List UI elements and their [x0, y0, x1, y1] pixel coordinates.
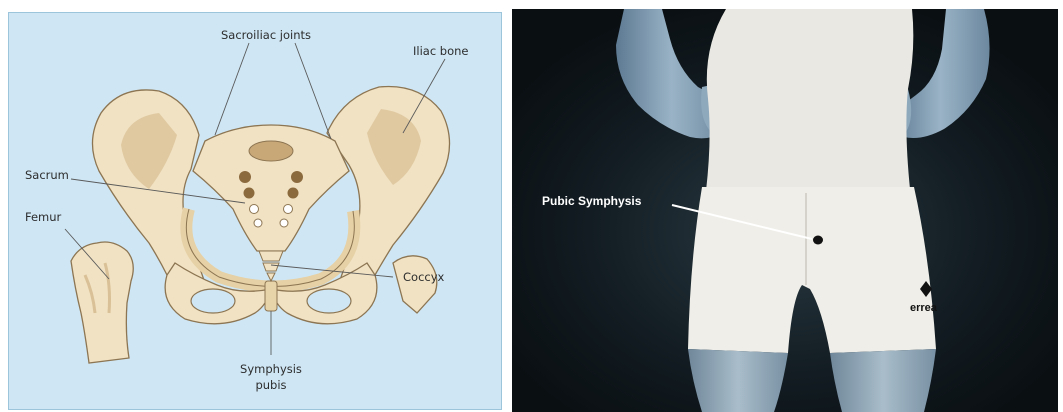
label-sacrum: Sacrum [25, 168, 69, 182]
pubic-symphysis-marker [813, 236, 823, 245]
right-femur-hint [393, 256, 437, 313]
left-leg [688, 349, 788, 412]
label-coccyx: Coccyx [403, 270, 445, 284]
label-sacroiliac-joints: Sacroiliac joints [221, 28, 311, 42]
left-obturator-foramen [191, 289, 235, 313]
label-symphysis: Symphysis [240, 362, 302, 376]
right-leg [830, 349, 936, 412]
pelvis-illustration: Sacroiliac joints Iliac bone Sacrum Femu… [9, 13, 502, 410]
label-pubic-symphysis: Pubic Symphysis [542, 194, 642, 208]
femur-bone [71, 242, 133, 363]
label-iliac-bone: Iliac bone [413, 44, 469, 58]
symphysis-joint [265, 281, 277, 311]
body-photo: errea Pubic Symphysis [512, 9, 1058, 412]
label-femur: Femur [25, 210, 62, 224]
sacral-promontory [249, 141, 293, 161]
pelvis-diagram-panel: Sacroiliac joints Iliac bone Sacrum Femu… [8, 12, 502, 410]
brand-text: errea [910, 302, 938, 314]
white-shirt [706, 9, 913, 191]
right-obturator-foramen [307, 289, 351, 313]
body-photo-panel: errea Pubic Symphysis [512, 9, 1058, 412]
label-pubis: pubis [255, 378, 286, 392]
